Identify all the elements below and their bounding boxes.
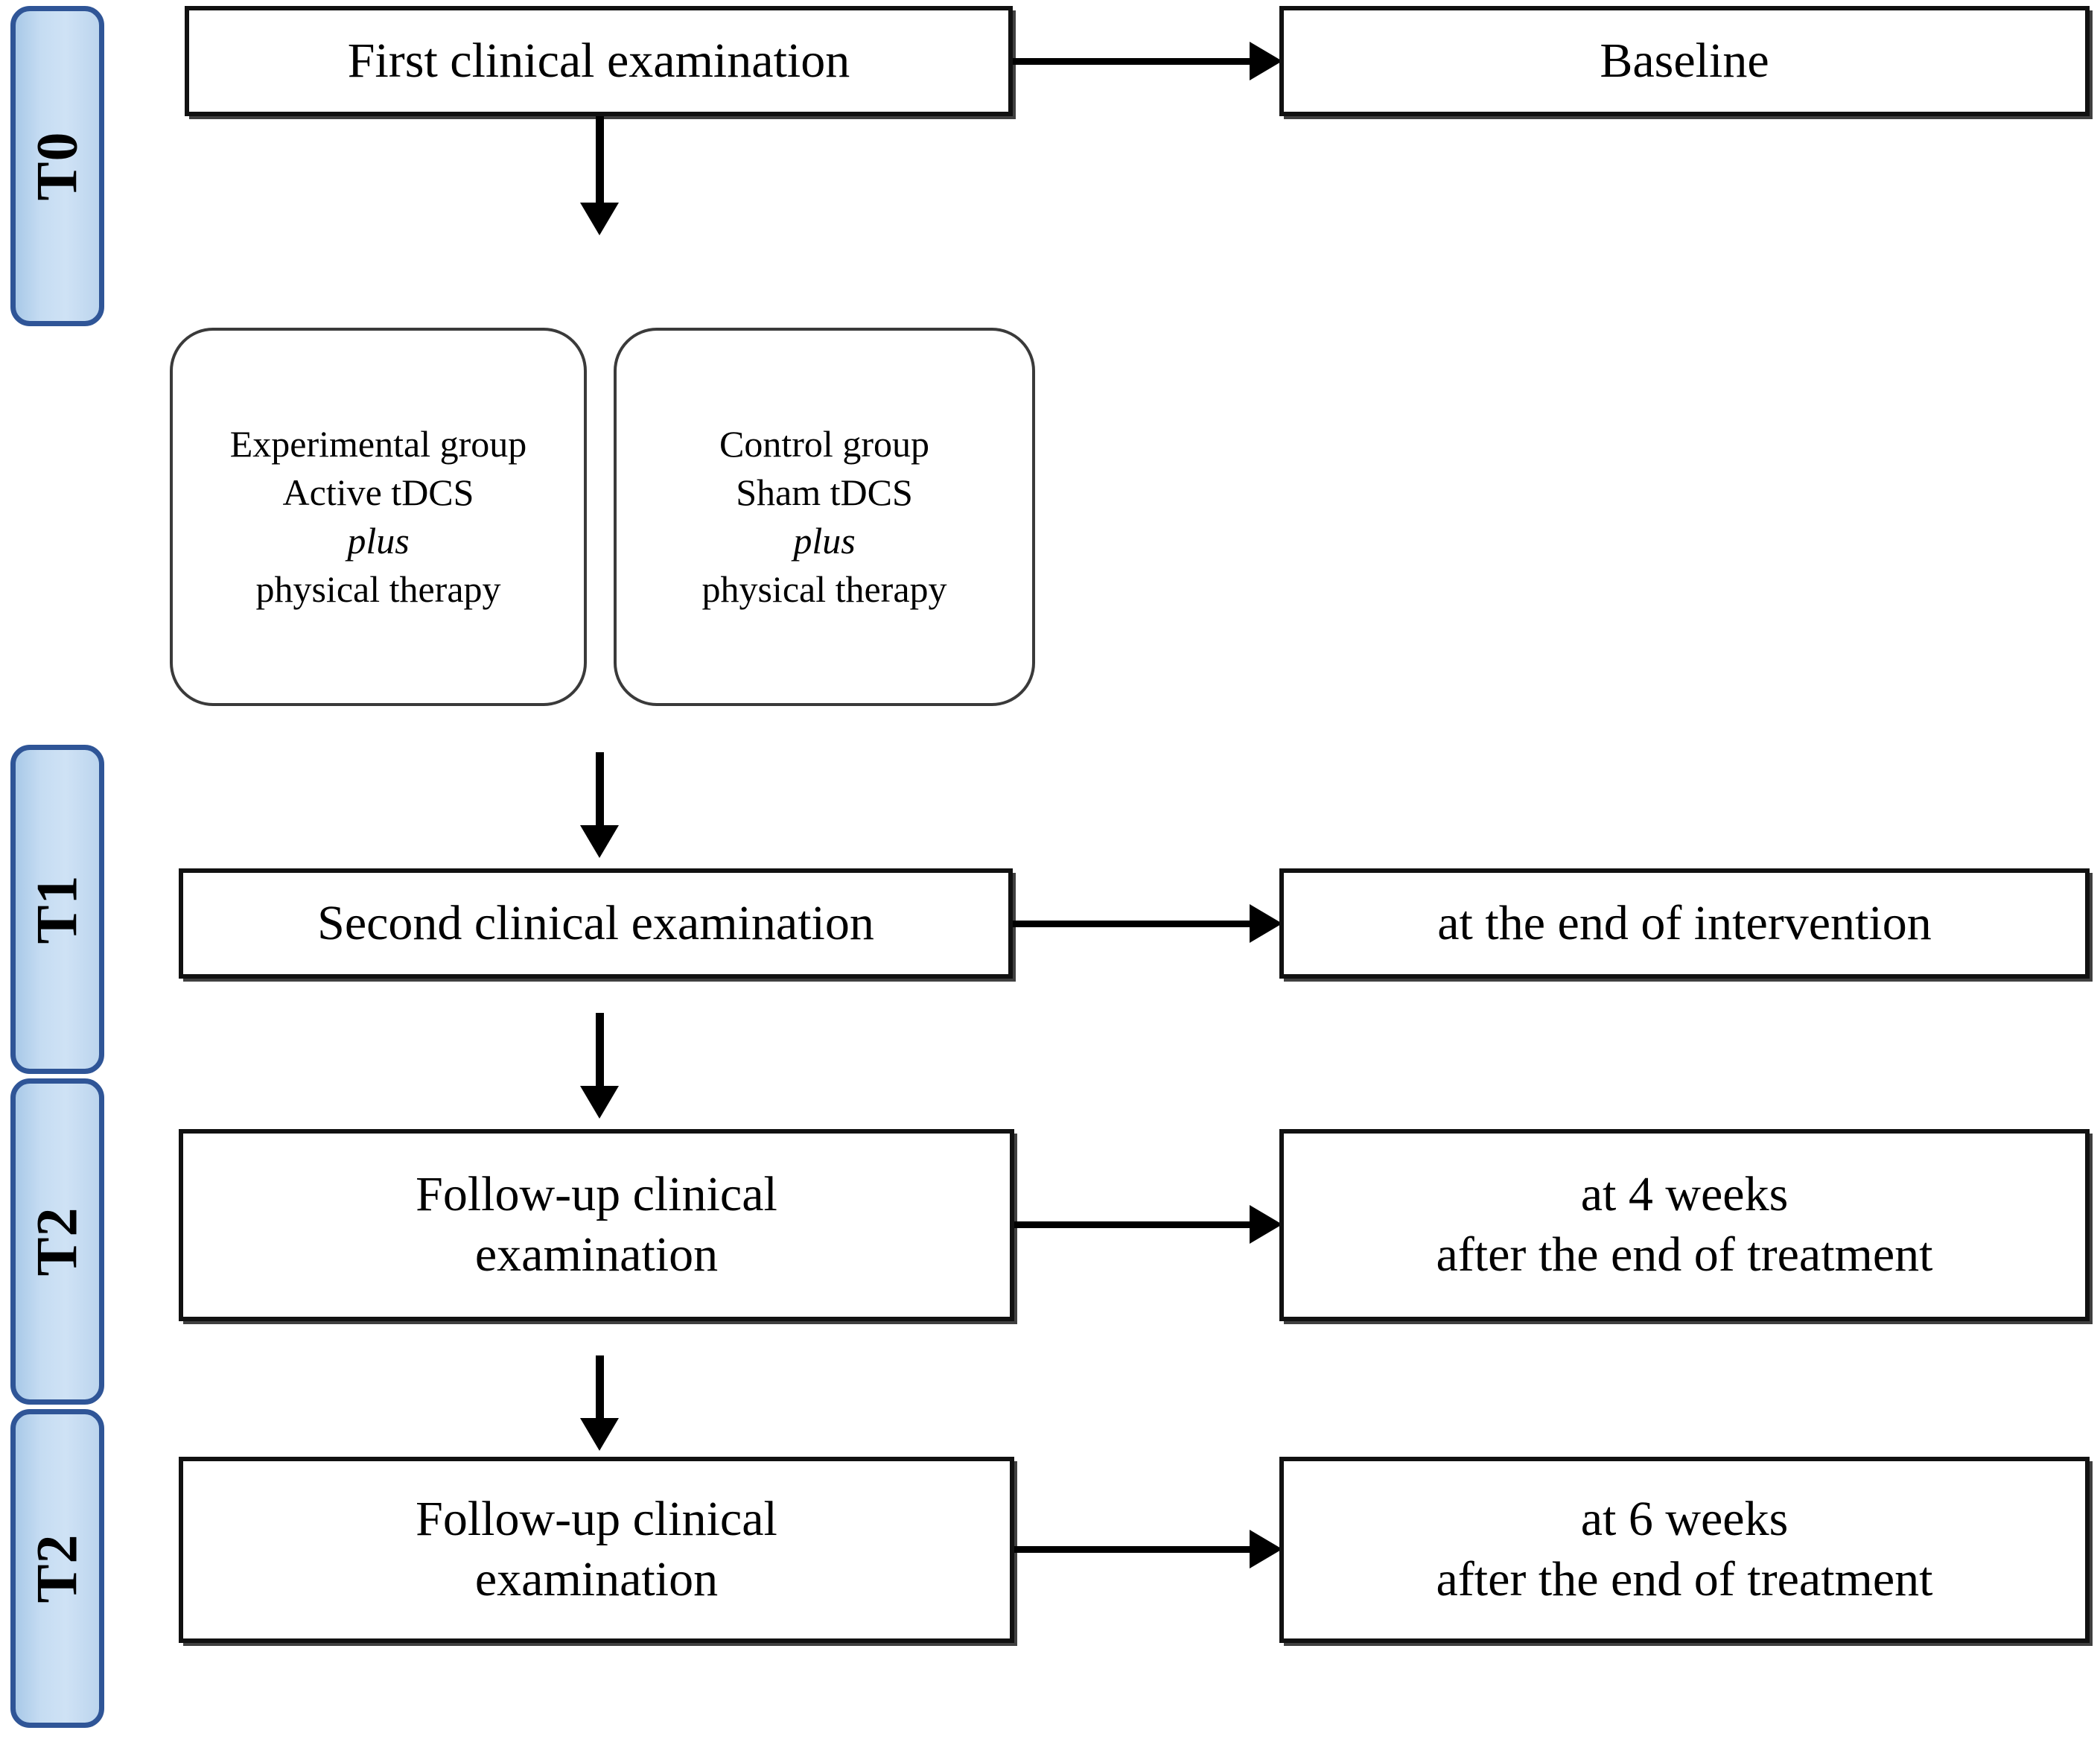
experimental-group-line2: Active tDCS <box>282 471 474 513</box>
control-group-line2: Sham tDCS <box>736 471 913 513</box>
arrowhead-first-exam-to-baseline <box>1250 42 1282 80</box>
box-second-clinical-examination[interactable]: Second clinical examination <box>179 868 1013 979</box>
box-followup-clinical-examination-4w[interactable]: Follow-up clinical examination <box>179 1129 1014 1321</box>
box-baseline-label: Baseline <box>1600 33 1769 88</box>
timepoint-tab-t2-first[interactable]: T2 <box>10 1078 104 1405</box>
box-timing-4-weeks-label: at 4 weeks after the end of treatment <box>1436 1167 1933 1282</box>
connector-line-first-exam-to-baseline <box>1013 58 1270 65</box>
arrowhead-followup-4w-to-timing <box>1250 1205 1282 1244</box>
timepoint-tab-t2-second-label: T2 <box>25 1533 89 1603</box>
connector-line-followup-6w-to-timing <box>1014 1546 1270 1553</box>
timepoint-tab-t2-second[interactable]: T2 <box>10 1409 104 1728</box>
box-first-clinical-examination-label: First clinical examination <box>347 33 850 88</box>
connector-line-followup-4w-to-timing <box>1014 1221 1270 1228</box>
control-group-line1: Control group <box>719 423 929 465</box>
timepoint-tab-t1[interactable]: T1 <box>10 745 104 1074</box>
box-followup-clinical-examination-4w-label: Follow-up clinical examination <box>416 1167 777 1282</box>
connector-line-first-exam-to-groups <box>596 116 604 213</box>
timepoint-tab-t2-first-label: T2 <box>25 1207 89 1277</box>
control-group-line3: plus <box>793 520 856 562</box>
box-second-clinical-examination-label: Second clinical examination <box>317 895 874 950</box>
box-followup-clinical-examination-6w-label: Follow-up clinical examination <box>416 1492 777 1606</box>
experimental-group-line4: physical therapy <box>255 568 501 610</box>
timepoint-tab-t1-label: T1 <box>25 874 89 944</box>
timepoint-tab-t0[interactable]: T0 <box>10 6 104 326</box>
arrowhead-second-exam-to-end-of-intervention <box>1250 904 1282 943</box>
box-end-of-intervention-label: at the end of intervention <box>1437 895 1932 950</box>
connector-line-groups-to-second-exam <box>596 752 604 836</box>
arrowhead-groups-to-second-exam <box>580 825 619 858</box>
connector-line-second-exam-to-followup-4w <box>596 1013 604 1096</box>
arrowhead-first-exam-to-groups <box>580 203 619 235</box>
timepoint-tab-t0-label: T0 <box>25 131 89 201</box>
box-timing-4-weeks[interactable]: at 4 weeks after the end of treatment <box>1279 1129 2090 1321</box>
box-timing-6-weeks[interactable]: at 6 weeks after the end of treatment <box>1279 1457 2090 1643</box>
control-group-line4: physical therapy <box>701 568 947 610</box>
experimental-group-line1: Experimental group <box>229 423 527 465</box>
experimental-group-line3: plus <box>347 520 410 562</box>
box-followup-clinical-examination-6w[interactable]: Follow-up clinical examination <box>179 1457 1014 1643</box>
box-first-clinical-examination[interactable]: First clinical examination <box>185 6 1013 116</box>
box-end-of-intervention[interactable]: at the end of intervention <box>1279 868 2090 979</box>
box-timing-6-weeks-label: at 6 weeks after the end of treatment <box>1436 1492 1933 1606</box>
arrowhead-followup-4w-to-followup-6w <box>580 1418 619 1451</box>
connector-line-followup-4w-to-followup-6w <box>596 1355 604 1428</box>
arrowhead-followup-6w-to-timing <box>1250 1530 1282 1568</box>
box-baseline[interactable]: Baseline <box>1279 6 2090 116</box>
arrowhead-second-exam-to-followup-4w <box>580 1086 619 1119</box>
connector-line-second-exam-to-end-of-intervention <box>1013 921 1270 927</box>
